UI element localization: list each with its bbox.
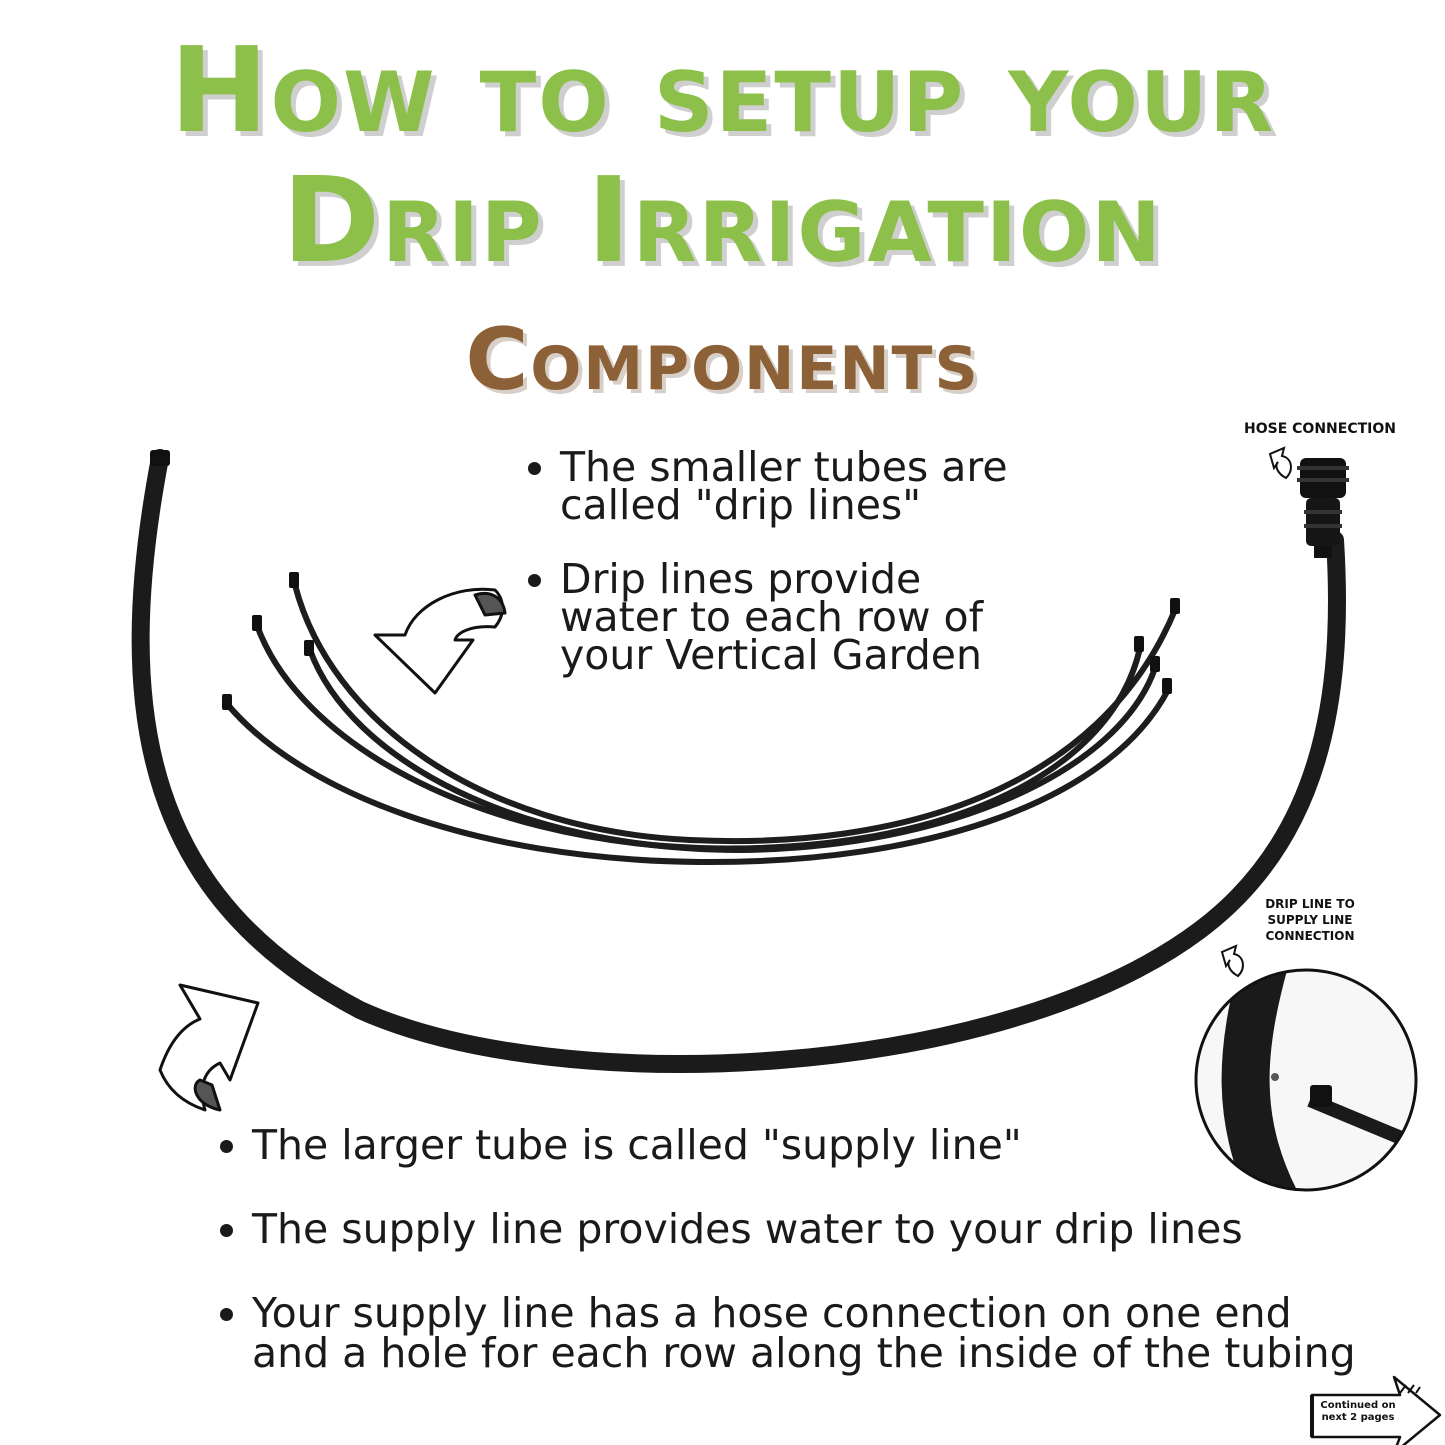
- hose-connection-label: Hose Connection: [1244, 421, 1396, 437]
- bullet-item: The supply line provides water to your d…: [252, 1209, 1372, 1250]
- bullet-item: Your supply line has a hose connection o…: [252, 1293, 1372, 1374]
- title-line-1: How to setup your: [169, 21, 1276, 159]
- continue-arrow-icon: [1310, 1375, 1442, 1445]
- supply-line-end-cap: [150, 450, 170, 466]
- supply-line-tube: [131, 449, 1346, 1073]
- drip-lines: [225, 582, 1178, 866]
- hose-connector: [1297, 458, 1349, 558]
- drip-line-bullets: The smaller tubes are called "drip lines…: [520, 447, 1030, 710]
- curved-arrow-icon: [373, 587, 507, 695]
- curved-arrow-icon-2: [158, 983, 260, 1112]
- small-arrow-icon-2: [1220, 944, 1244, 978]
- connection-detail-inset: [1194, 968, 1418, 1192]
- drip-line-4: [225, 687, 1171, 866]
- drip-line-1: [292, 582, 1178, 845]
- small-arrow-icon: [1268, 446, 1292, 480]
- bullet-item: Drip lines provide water to each row of …: [560, 559, 1030, 676]
- drip-to-supply-label: Drip line to supply line connection: [1265, 897, 1355, 943]
- bullet-item: The smaller tubes are called "drip lines…: [560, 447, 1030, 526]
- subtitle: Components: [465, 310, 980, 410]
- drip-line-3: [307, 647, 1158, 854]
- continued-note: Continued on next 2 pages: [1320, 1400, 1396, 1423]
- bullet-item: The larger tube is called "supply line": [252, 1125, 1372, 1166]
- supply-line-bullets: The larger tube is called "supply line" …: [212, 1125, 1372, 1417]
- drip-line-tips: [222, 572, 1180, 710]
- title-line-2: Drip Irrigation: [282, 151, 1163, 289]
